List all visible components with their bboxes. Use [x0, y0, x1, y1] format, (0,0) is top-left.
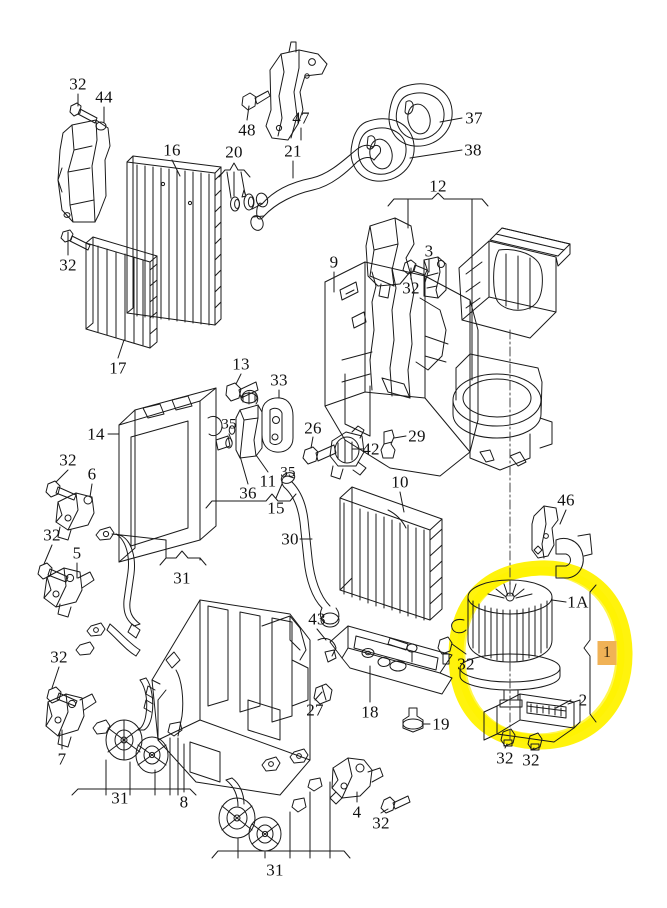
callout-30: 30: [281, 529, 299, 549]
part-32-bolt-left-mid: [60, 229, 91, 251]
callout-16: 16: [163, 140, 181, 160]
part-9-main-housing: [324, 261, 553, 477]
part-10-cabin-filter: [339, 486, 443, 621]
part-17-heater-core: [85, 236, 158, 349]
part-46-bracket: [531, 505, 593, 579]
part-14-filter-frame: [118, 387, 231, 563]
callout-7: 7: [57, 749, 67, 769]
callout-43: 43: [308, 609, 326, 629]
callout-32-d: 32: [59, 450, 77, 470]
part-11-expansion-valve: [235, 389, 263, 459]
part-21-coolant-pipe: [250, 144, 381, 231]
callout-48: 48: [238, 120, 256, 140]
callout-11: 11: [259, 471, 277, 491]
part-32-bolt-a7: [46, 686, 78, 707]
callout-20: 20: [225, 142, 243, 162]
callout-33: 33: [270, 370, 288, 390]
callout-32-h: 32: [496, 748, 514, 768]
callout-15: 15: [267, 498, 285, 518]
callout-27: 27: [306, 700, 324, 720]
part-6-actuator: [55, 492, 95, 541]
callout-9: 9: [329, 252, 339, 272]
callout-29: 29: [408, 426, 426, 446]
callout-4: 4: [352, 802, 362, 822]
callout-19: 19: [432, 714, 450, 734]
part-32-bolt-plate: [437, 636, 453, 665]
callout-37: 37: [465, 108, 483, 128]
callout-14: 14: [87, 424, 105, 444]
callout-35-a: 35: [221, 416, 237, 433]
callout-44: 44: [95, 87, 113, 107]
part-48-bolt: [241, 90, 271, 111]
callout-32-b: 32: [59, 255, 77, 275]
callout-47: 47: [292, 108, 310, 128]
callout-32-c: 32: [402, 278, 420, 298]
part-32-bolt-a4: [380, 795, 411, 814]
part-26-bolt: [302, 444, 337, 465]
part-42-valve: [329, 425, 367, 480]
part-47-bracket: [265, 41, 328, 141]
group-brackets: [111, 162, 597, 723]
part-18-cover-plate: [329, 625, 453, 695]
part-32-bolt-a5: [37, 562, 69, 583]
callout-17: 17: [109, 358, 127, 378]
callout-10: 10: [391, 472, 409, 492]
part-19-grommet: [402, 707, 424, 733]
callout-42: 42: [362, 439, 380, 459]
callout-13: 13: [232, 354, 250, 374]
part-30-ac-hose: [280, 472, 340, 628]
part-43-linkage: [317, 637, 337, 663]
part-44-bracket: [57, 119, 111, 223]
callout-18: 18: [361, 702, 379, 722]
part-13-bolt: [225, 381, 259, 402]
part-5-actuator: [43, 567, 95, 618]
leader-lines: [43, 93, 572, 814]
callout-6: 6: [87, 464, 97, 484]
callout-32-i: 32: [522, 750, 540, 770]
callout-12: 12: [429, 176, 447, 196]
part-38-seal: [350, 118, 415, 182]
callout-32-e: 32: [43, 525, 61, 545]
part-12-group: [365, 217, 571, 339]
callout-31-a: 31: [173, 568, 191, 588]
callout-32-j: 32: [372, 813, 390, 833]
part-32-bolt-a6: [45, 480, 77, 501]
part-4-actuator: [329, 757, 384, 805]
part-7-actuator: [45, 693, 97, 748]
callout-1A: 1A: [567, 592, 589, 612]
part-8-lower-housing: [143, 599, 311, 796]
callout-36: 36: [239, 483, 257, 503]
part-31-linkages-left: [71, 526, 197, 796]
callout-21: 21: [284, 141, 302, 161]
part-32-bolt-upper-left: [69, 102, 98, 124]
callout-8: 8: [179, 792, 189, 812]
part-31-linkages-right: [211, 748, 351, 859]
part-33-cover: [261, 397, 294, 453]
part-35-seals: [225, 425, 236, 449]
callout-38: 38: [464, 140, 482, 160]
part-32-bolts-blower: [500, 728, 543, 751]
part-27-clip: [313, 683, 333, 705]
callout-31-b: 31: [111, 788, 129, 808]
highlight-reference-badge: 1: [597, 641, 617, 665]
callout-5: 5: [72, 543, 82, 563]
callout-2: 2: [578, 690, 588, 710]
callout-32-f: 32: [50, 647, 68, 667]
callout-3: 3: [424, 241, 434, 261]
part-16-evaporator-core: [126, 155, 222, 326]
callout-31-c: 31: [266, 860, 284, 880]
callout-32: 32: [69, 74, 87, 94]
part-37-seal: [388, 83, 453, 147]
callout-26: 26: [304, 418, 322, 438]
part-2-blower-resistor: [483, 693, 581, 743]
callout-32-g: 32: [457, 654, 475, 674]
callout-46: 46: [557, 490, 575, 510]
callout-35-b: 35: [280, 464, 296, 481]
part-29-grommet: [380, 429, 396, 459]
